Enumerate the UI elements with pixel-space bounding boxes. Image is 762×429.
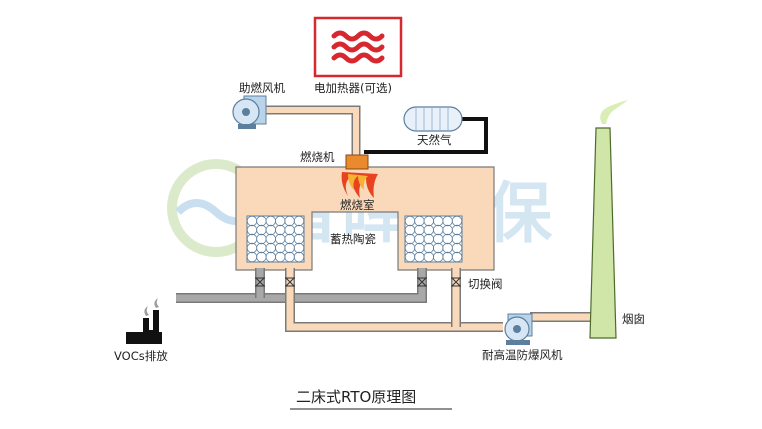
- outlet-duct: [285, 268, 596, 332]
- factory-icon: [126, 298, 162, 344]
- ceramic-bed-right: [404, 215, 463, 263]
- burner-label: 燃烧机: [300, 150, 335, 164]
- electric-heater: 电加热器(可选): [313, 16, 403, 95]
- ceramic-label: 蓄热陶瓷: [330, 232, 376, 246]
- combustion-chamber-label: 燃烧室: [340, 198, 375, 212]
- natural-gas-label: 天然气: [417, 133, 452, 147]
- burner-air-duct: [262, 105, 361, 155]
- diagram-caption: 二床式RTO原理图: [296, 388, 416, 406]
- smoke-icon: [600, 100, 628, 124]
- burner-fan-label: 助燃风机: [239, 81, 285, 95]
- gas-pipe: [364, 117, 488, 154]
- vocs-label: VOCs排放: [114, 349, 168, 363]
- exhaust-fan-label: 耐高温防爆风机: [482, 348, 563, 362]
- switch-valve-label: 切换阀: [468, 277, 503, 291]
- flame-icon: [341, 172, 378, 198]
- gas-tank-icon: [403, 106, 463, 132]
- exhaust-fan-icon: [504, 313, 533, 345]
- chimney-label: 烟囱: [622, 312, 645, 326]
- switch-valve-icon: [255, 277, 461, 287]
- ceramic-bed-left: [246, 215, 305, 263]
- inlet-duct: [176, 268, 427, 303]
- heater-wave-icon: [331, 30, 385, 64]
- burner-fan-icon: [232, 95, 267, 129]
- chimney: [589, 100, 628, 339]
- burner-icon: [345, 154, 369, 170]
- heater-label: 电加热器(可选): [314, 81, 392, 95]
